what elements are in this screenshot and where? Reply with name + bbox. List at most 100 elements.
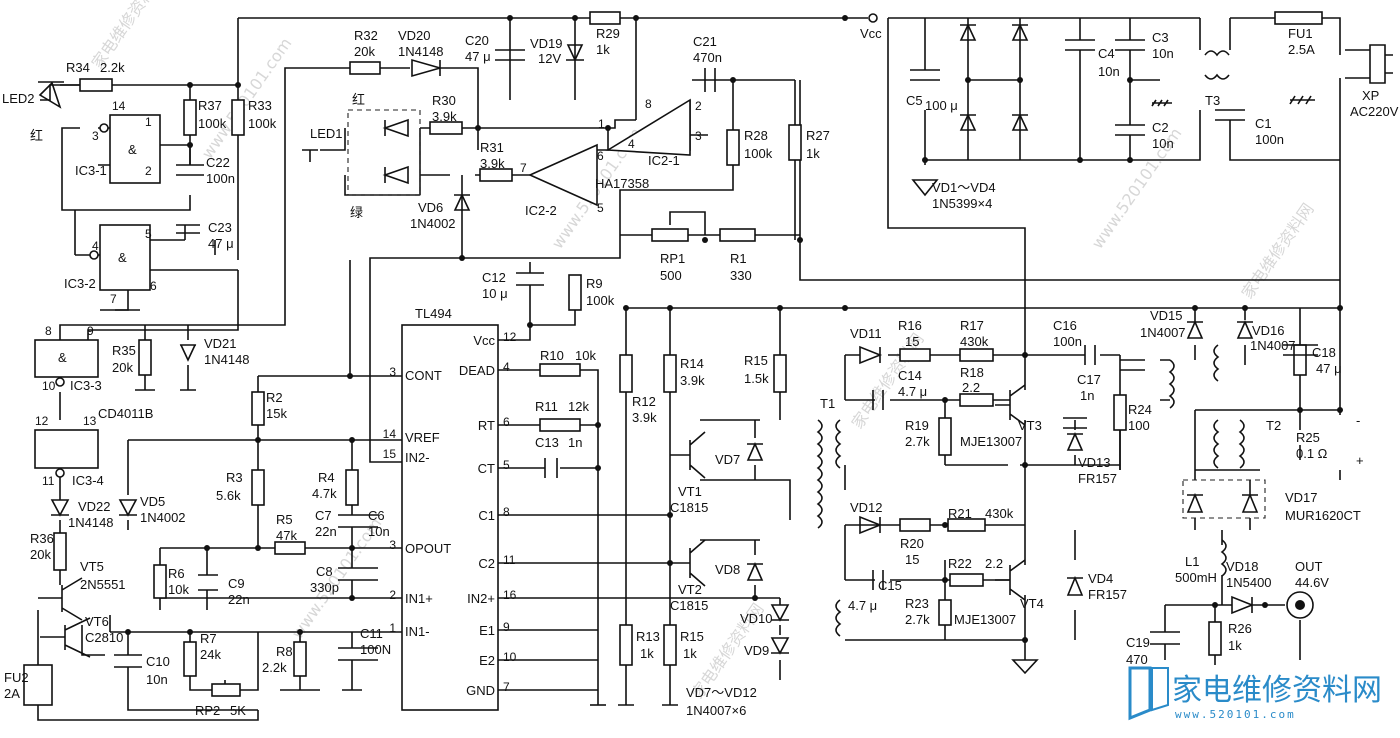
vd17-label: VD17 bbox=[1285, 490, 1318, 505]
t2-coil-a bbox=[1213, 344, 1220, 382]
ic3-4-gate bbox=[34, 429, 99, 469]
r17-body bbox=[959, 348, 994, 362]
vd18-label: VD18 bbox=[1226, 559, 1259, 574]
c17-plates bbox=[1063, 417, 1087, 429]
c3-label: C3 bbox=[1152, 30, 1169, 45]
vd19-label: VD19 bbox=[530, 36, 563, 51]
r12-v-label: 3.9k bbox=[632, 410, 657, 425]
t3-coil-bot bbox=[1204, 73, 1230, 80]
vd13-v-label: FR157 bbox=[1078, 471, 1117, 486]
ic2-2-label: IC2-2 bbox=[525, 203, 557, 218]
c6-label: C6 bbox=[368, 508, 385, 523]
r19-v-label: 2.7k bbox=[905, 434, 930, 449]
vd5-symbol bbox=[118, 499, 138, 517]
tl494-pin-label: C2 bbox=[478, 556, 495, 571]
r29-body bbox=[589, 11, 621, 25]
tl494-pin-number: 9 bbox=[503, 620, 510, 634]
r27-v-label: 1k bbox=[806, 146, 820, 161]
fu1-v-label: 2.5A bbox=[1288, 42, 1315, 57]
vd10-symbol bbox=[770, 604, 790, 622]
tl494-pin-label: IN1- bbox=[405, 624, 430, 639]
xp-plug bbox=[1345, 44, 1393, 84]
ic3-2-label: IC3-2 bbox=[64, 276, 96, 291]
ic3-2-symbol: & bbox=[118, 250, 127, 265]
vd5-label: VD5 bbox=[140, 494, 165, 509]
r6-label: R6 bbox=[168, 566, 185, 581]
c9-label: C9 bbox=[228, 576, 245, 591]
vd11-label: VD11 bbox=[850, 326, 882, 341]
vd22-symbol bbox=[50, 499, 70, 517]
rp1-label: RP1 bbox=[660, 251, 685, 266]
vt3-label: VT3 bbox=[1018, 418, 1042, 433]
vd4b-symbol bbox=[1011, 113, 1029, 131]
r35-body bbox=[138, 339, 152, 376]
vd1-4-v-label: 1N5399×4 bbox=[932, 196, 992, 211]
vt3-v-label: MJE13007 bbox=[960, 434, 1022, 449]
ic3-1-inverter-bubble bbox=[99, 123, 109, 133]
vcc-label: Vcc bbox=[860, 26, 882, 41]
pin: 1 bbox=[145, 115, 152, 129]
r31-v-label: 3.9k bbox=[480, 156, 505, 171]
background-watermarks: 家电维修资料网 www.520101.com www.520101.com 家电… bbox=[88, 0, 1318, 702]
c4-label: C4 bbox=[1098, 46, 1115, 61]
t1-primary bbox=[816, 419, 823, 529]
r19-body bbox=[938, 417, 952, 456]
r1-v-label: 330 bbox=[730, 268, 752, 283]
vt2-symbol bbox=[670, 539, 706, 587]
r17-v-label: 430k bbox=[960, 334, 989, 349]
r16-body bbox=[899, 348, 931, 362]
ground-2 bbox=[1011, 659, 1039, 675]
c18-v-label: 47 μ bbox=[1316, 361, 1342, 376]
rp1-v-label: 500 bbox=[660, 268, 682, 283]
r29-label: R29 bbox=[596, 26, 620, 41]
r6-body bbox=[153, 564, 167, 599]
tl494-pin-number: 12 bbox=[503, 330, 517, 344]
led1-green-label: 绿 bbox=[350, 205, 363, 220]
pin: 2 bbox=[695, 99, 702, 113]
tl494-pin-number: 3 bbox=[389, 365, 396, 379]
ground-xp bbox=[1289, 95, 1315, 105]
led2-symbol bbox=[38, 81, 64, 109]
tl494-chip bbox=[401, 324, 499, 711]
out-label: OUT bbox=[1295, 559, 1323, 574]
r32-v-label: 20k bbox=[354, 44, 375, 59]
r10-v-label: 10k bbox=[575, 348, 596, 363]
rp1-body bbox=[651, 228, 689, 242]
tl494-pin-number: 4 bbox=[503, 360, 510, 374]
c5-v-label: 100 μ bbox=[925, 98, 958, 113]
r11-body bbox=[539, 418, 581, 432]
pin: 4 bbox=[92, 239, 99, 253]
r12-label: R12 bbox=[632, 394, 656, 409]
led1-red bbox=[382, 118, 409, 138]
fu2-v-label: 2A bbox=[4, 686, 20, 701]
r30-body bbox=[429, 121, 463, 135]
c14-label: C14 bbox=[898, 368, 922, 383]
c4-v-label: 10n bbox=[1098, 64, 1120, 79]
ic2-2-triangle bbox=[528, 143, 598, 207]
ic2-1-triangle bbox=[605, 98, 691, 156]
vd22-v-label: 1N4148 bbox=[68, 515, 114, 530]
led1-red-label: 红 bbox=[352, 92, 365, 107]
r2-body bbox=[251, 391, 265, 426]
r36-label: R36 bbox=[30, 531, 54, 546]
vd7-12-label: VD7～VD12 bbox=[686, 685, 757, 700]
vd4-label: VD4 bbox=[1088, 571, 1113, 586]
vt5-v-label: 2N5551 bbox=[80, 577, 126, 592]
t2-coil-c bbox=[1238, 419, 1245, 469]
t3-label: T3 bbox=[1205, 93, 1220, 108]
r34-value: 2.2k bbox=[100, 60, 125, 75]
r1-label: R1 bbox=[730, 251, 747, 266]
pin: 5 bbox=[597, 201, 604, 215]
tl494-pin-number: 14 bbox=[383, 427, 397, 441]
tl494-pin-number: 7 bbox=[503, 680, 510, 694]
r28-label: R28 bbox=[744, 128, 768, 143]
c19-label: C19 bbox=[1126, 635, 1150, 650]
c23-label: C23 bbox=[208, 220, 232, 235]
r10-label: R10 bbox=[540, 348, 564, 363]
tl494-pin-label: IN1+ bbox=[405, 591, 433, 606]
r13-body bbox=[619, 624, 633, 666]
r21-body bbox=[947, 518, 986, 532]
vt1-v-label: C1815 bbox=[670, 500, 708, 515]
r8-body bbox=[293, 641, 307, 677]
xp-label: XP bbox=[1362, 88, 1379, 103]
